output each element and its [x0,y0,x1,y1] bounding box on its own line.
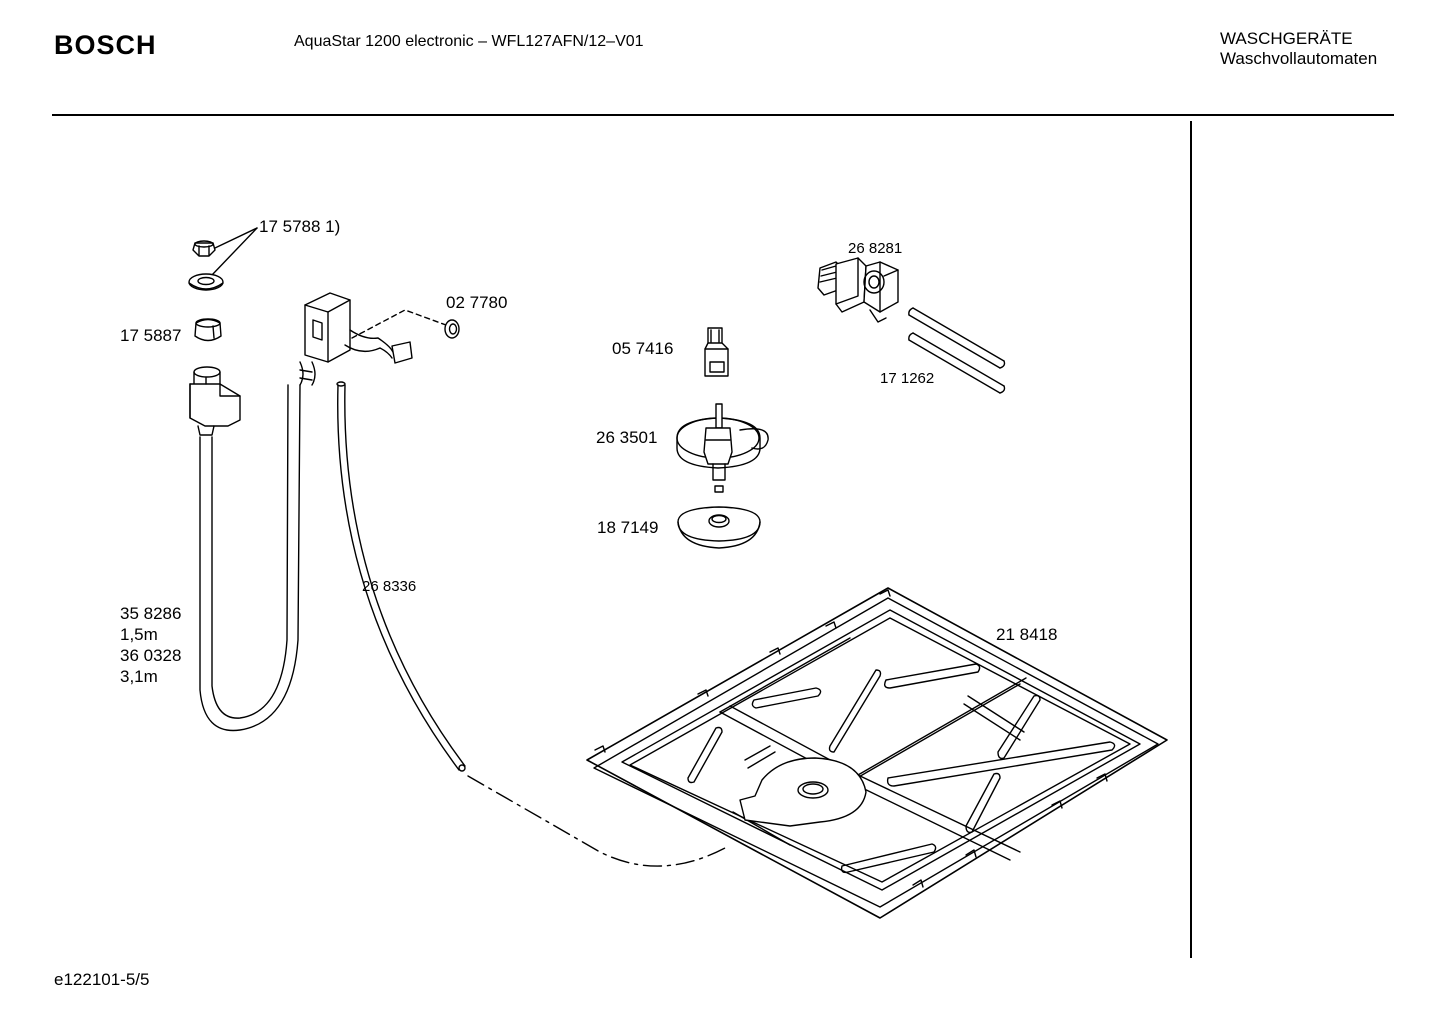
inlet-hose [199,384,301,732]
document-id: e122101-5/5 [54,970,150,989]
model-title: AquaStar 1200 electronic – WFL127AFN/12–… [294,33,644,50]
part-label-268336: 26 8336 [362,578,416,595]
part-label-263501: 26 3501 [596,428,657,447]
hose-connector-box [299,292,351,386]
category-subtitle: Waschvollautomaten [1220,49,1378,68]
part-label-171262: 17 1262 [880,370,934,387]
leader-lines-175788 [211,227,258,276]
part-label-length-1-5m: 1,5m [120,625,158,644]
part-label-175788: 17 5788 1) [259,217,340,236]
base-plate-218418 [586,587,1168,919]
cap-nut [192,240,216,257]
part-label-360328: 36 0328 [120,646,181,665]
float-263501 [676,403,769,493]
part-label-187149: 18 7149 [597,518,658,537]
part-label-175887: 17 5887 [120,326,181,345]
part-label-057416: 05 7416 [612,339,673,358]
drain-hose [336,381,466,772]
tubes-171262 [908,307,1006,394]
o-ring-027780 [444,319,460,339]
part-label-027780: 02 7780 [446,293,507,312]
leader-027780 [351,309,447,339]
aquastop-valve [189,366,241,436]
side-divider [1190,121,1192,958]
category-title: WASCHGERÄTE [1220,29,1353,48]
solenoid-valve-268281 [817,257,899,323]
part-label-218418: 21 8418 [996,625,1057,644]
disc-187149 [677,506,761,549]
part-label-358286: 35 8286 [120,604,181,623]
connection-line [467,775,726,867]
washer-ring [188,273,224,291]
connector-wires [344,329,413,364]
clip-057416 [704,327,729,377]
part-label-268281: 26 8281 [848,240,902,257]
header-divider [52,114,1394,116]
cap-175887 [194,318,222,342]
brand-logo: BOSCH [54,30,157,60]
part-label-length-3-1m: 3,1m [120,667,158,686]
